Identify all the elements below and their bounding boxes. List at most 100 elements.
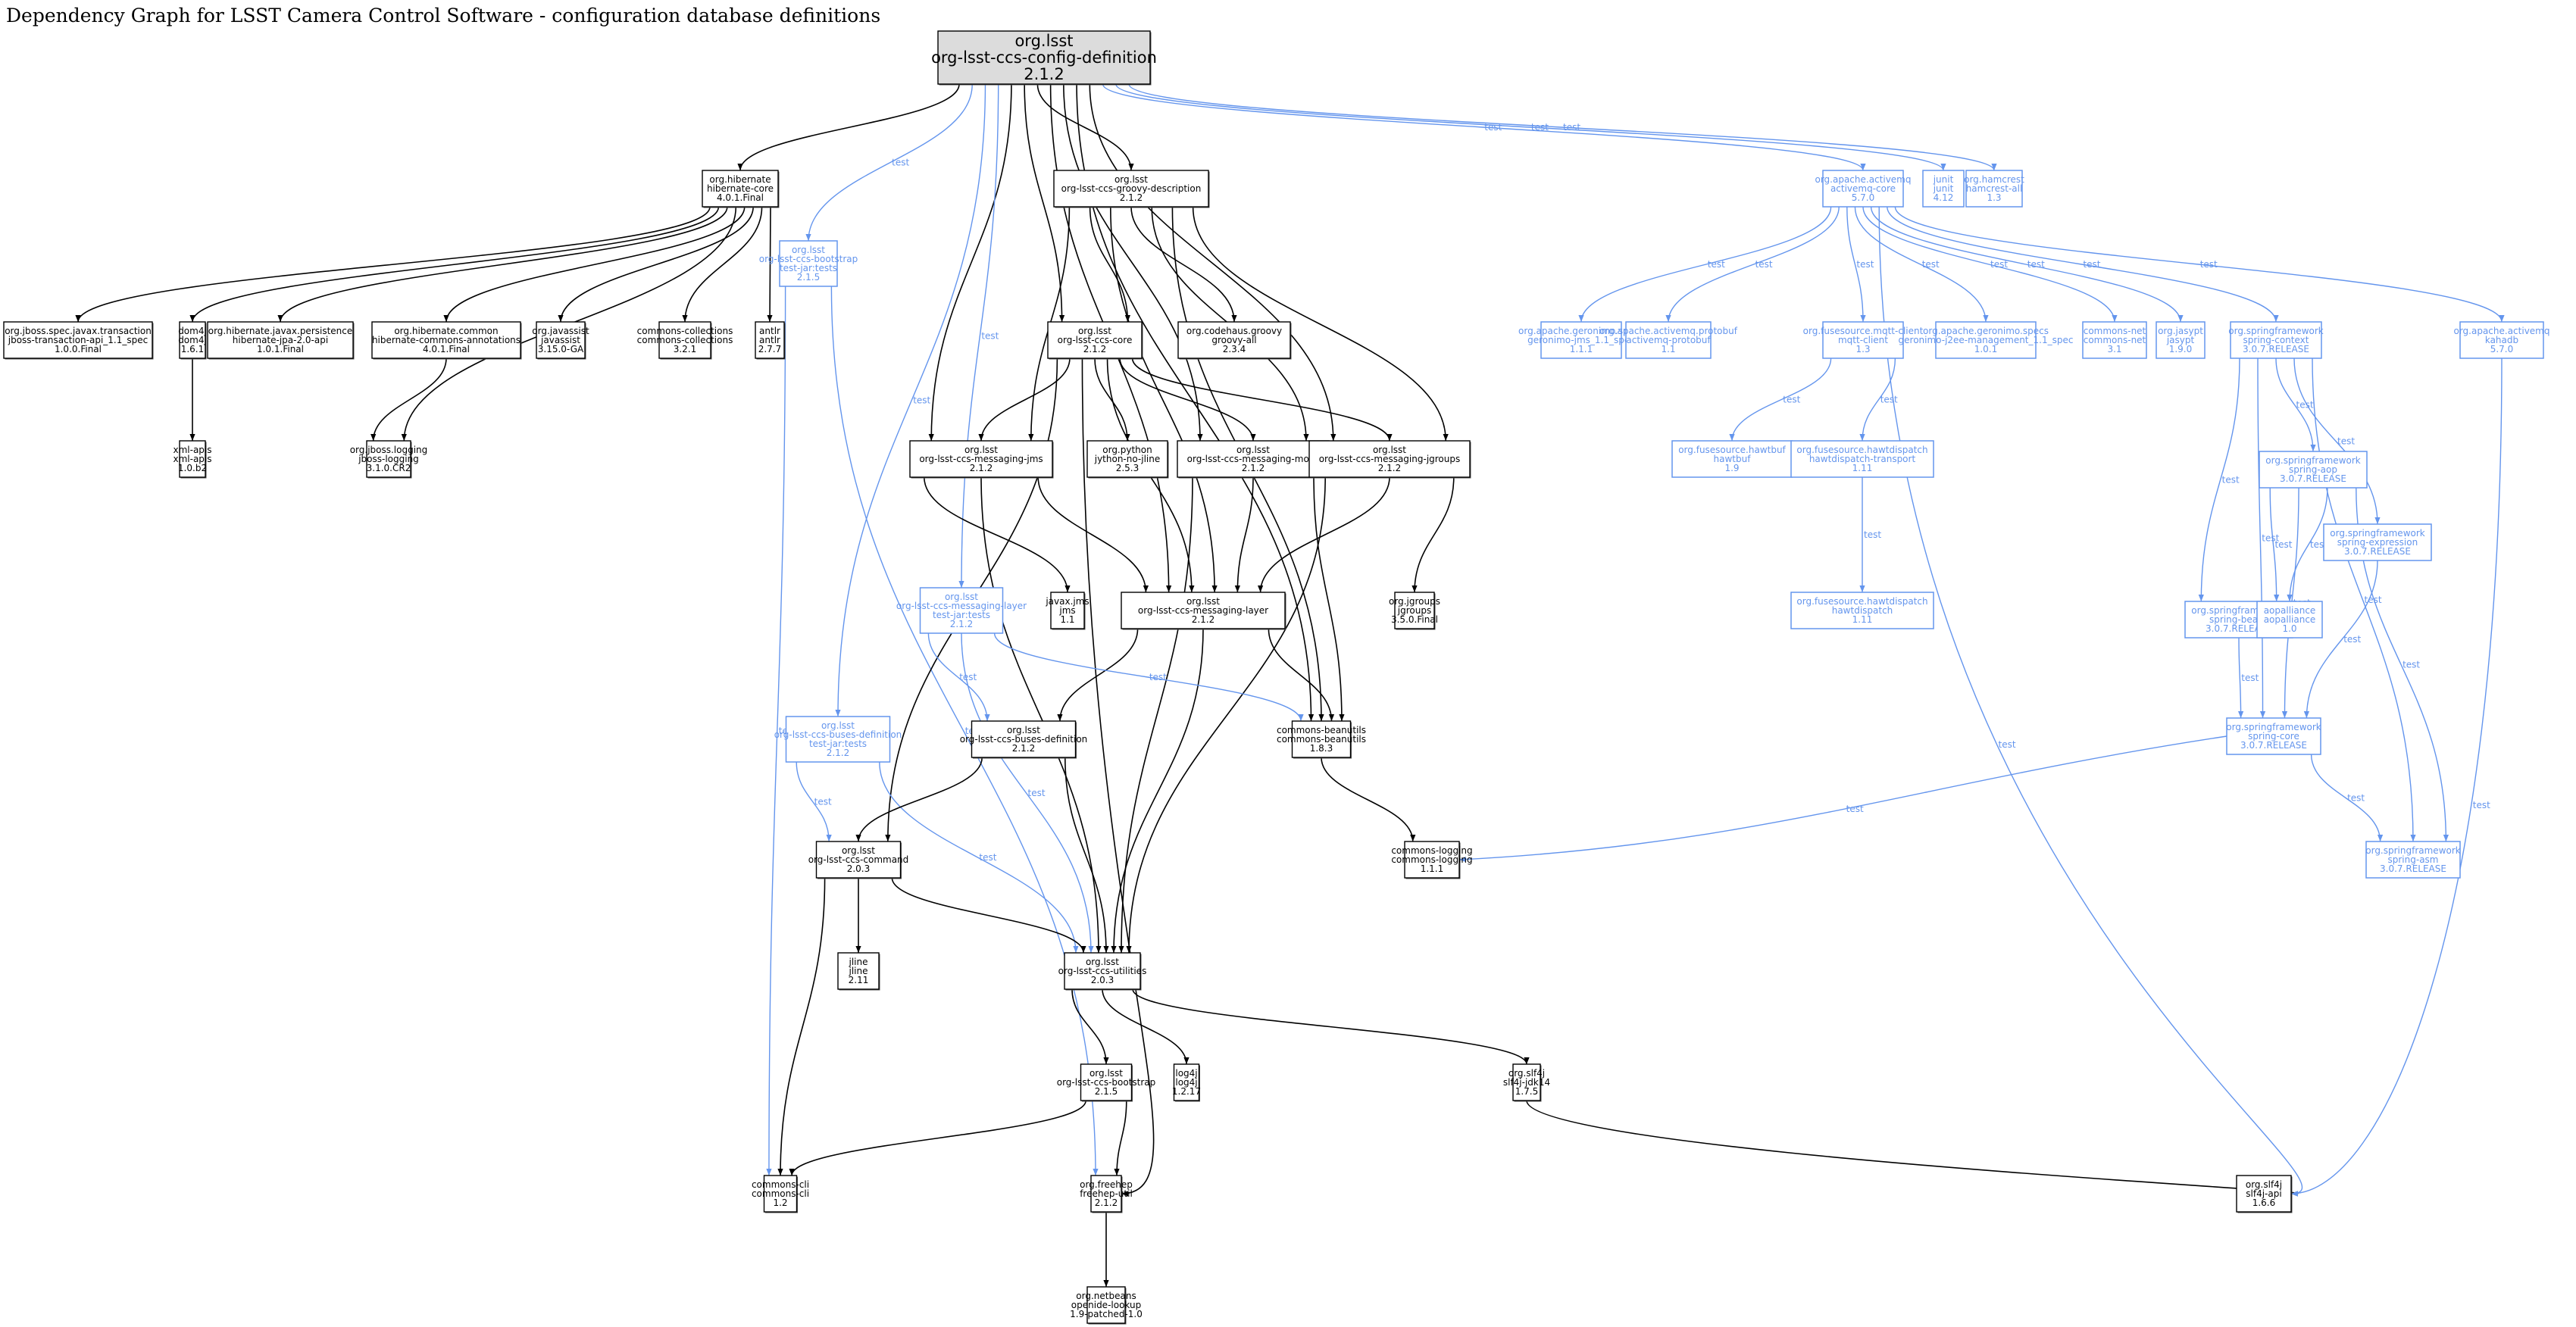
node-version: 2.1.2 [950, 619, 974, 629]
node-messaging-layer-tests[interactable]: org.lsstorg-lsst-ccs-messaging-layertest… [896, 587, 1027, 634]
edge-label-test: test [1149, 672, 1167, 682]
edge-spring-aop-to-spring-beans [2269, 487, 2280, 602]
node-commons-collections[interactable]: commons-collectionscommons-collections3.… [637, 321, 733, 360]
node-artifact-id: org-lsst-ccs-buses-definition [774, 729, 902, 740]
node-activemq-protobuf[interactable]: org.apache.activemq.protobufactivemq-pro… [1599, 321, 1738, 359]
node-hawtdispatch-transport[interactable]: org.fusesource.hawtdispatchhawtdispatch-… [1790, 440, 1934, 478]
node-box [207, 321, 354, 359]
node-version: 2.1.5 [797, 272, 821, 283]
edge-hibernate-core-to-dom4j [189, 206, 720, 323]
node-root[interactable]: org.lsstorg-lsst-ccs-config-definition2.… [931, 30, 1157, 86]
node-buses-definition-tests[interactable]: org.lsstorg-lsst-ccs-buses-definitiontes… [774, 716, 902, 763]
edge-label-test: test [2274, 539, 2292, 550]
node-version: 3.1 [2107, 344, 2121, 354]
node-box [1064, 952, 1141, 990]
node-group-id: dom4j [178, 326, 207, 336]
node-version: 1.1 [1661, 344, 1675, 354]
node-box [2230, 321, 2322, 359]
edge-spring-beans-to-spring-core [2237, 637, 2244, 719]
node-hawtdispatch[interactable]: org.fusesource.hawtdispatchhawtdispatch1… [1790, 592, 1934, 629]
edge-hibernate-core-to-jboss-transaction [75, 206, 711, 323]
node-spring-core[interactable]: org.springframeworkspring-core3.0.7.RELE… [2226, 717, 2321, 755]
node-jboss-transaction[interactable]: org.jboss.spec.javax.transactionjboss-tr… [3, 321, 154, 360]
node-hibernate-annotations[interactable]: org.hibernate.commonhibernate-commons-an… [371, 321, 522, 360]
node-buses-definition[interactable]: org.lsstorg-lsst-ccs-buses-definition2.1… [960, 720, 1088, 759]
node-artifact-id: org-lsst-ccs-buses-definition [960, 734, 1088, 745]
node-artifact-id: spring-core [2248, 731, 2299, 742]
node-spring-aop[interactable]: org.springframeworkspring-aop3.0.7.RELEA… [2259, 451, 2368, 489]
node-group-id: org.codehaus.groovy [1186, 326, 1282, 336]
node-bootstrap-tests[interactable]: org.lsstorg-lsst-ccs-bootstraptest-jar:t… [759, 240, 858, 287]
node-artifact-id: commons-logging [1391, 854, 1472, 865]
node-spring-asm[interactable]: org.springframeworkspring-asm3.0.7.RELEA… [2365, 841, 2461, 879]
edge-label-test: test [2296, 400, 2314, 411]
edge-ccs-utilities-to-slf4j-jdk14 [1132, 988, 1530, 1065]
node-classifier: test-jar:tests [780, 263, 837, 273]
edge-label-test: test [2241, 673, 2259, 683]
node-spring-context[interactable]: org.springframeworkspring-context3.0.7.R… [2228, 321, 2324, 359]
edge-commons-beanutils-to-commons-logging [1321, 757, 1416, 842]
node-hibernate-jpa[interactable]: org.hibernate.javax.persistencehibernate… [207, 321, 355, 360]
node-box [1922, 170, 1965, 208]
node-group-id: jline [849, 957, 868, 967]
node-artifact-id: org-lsst-ccs-bootstrap [759, 254, 858, 264]
node-group-id: antlr [759, 326, 780, 336]
node-group-id: org.springframework [2226, 722, 2321, 732]
node-groovy-description[interactable]: org.lsstorg-lsst-ccs-groovy-description2… [1053, 170, 1210, 208]
node-box [2236, 1175, 2292, 1213]
node-artifact-id: jython-no-jline [1094, 454, 1161, 464]
node-spring-expression[interactable]: org.springframeworkspring-expression3.0.… [2323, 523, 2432, 561]
edge-spring-context-to-spring-asm [2312, 358, 2416, 842]
node-box [702, 170, 779, 208]
node-messaging-jgroups[interactable]: org.lsstorg-lsst-ccs-messaging-jgroups2.… [1308, 440, 1471, 479]
node-box [919, 587, 1004, 634]
edge-groovy-description-to-groovy-all [1130, 206, 1237, 323]
node-messaging-layer[interactable]: org.lsstorg-lsst-ccs-messaging-layer2.1.… [1121, 592, 1286, 630]
node-artifact-id: hawtbuf [1714, 454, 1752, 464]
node-artifact-id: jasypt [2166, 335, 2195, 345]
node-geronimo-jms[interactable]: org.apache.geronimo.specsgeronimo-jms_1.… [1518, 321, 1644, 359]
node-artifact-id: spring-beans [2209, 614, 2268, 625]
node-group-id: org.apache.geronimo.specs [1518, 326, 1644, 336]
node-openide-lookup[interactable]: org.netbeansopenide-lookup1.9-patched-1.… [1070, 1286, 1143, 1325]
edge-buses-definition-tests-to-ccs-utilities [879, 761, 1079, 954]
node-version: 1.1.1 [1421, 863, 1444, 874]
node-version: 3.0.7.RELEASE [2243, 344, 2309, 354]
node-box [1822, 170, 1904, 208]
node-group-id: org.fusesource.hawtbuf [1678, 445, 1786, 455]
node-geronimo-j2ee[interactable]: org.apache.geronimo.specsgeronimo-j2ee-m… [1899, 321, 2074, 359]
